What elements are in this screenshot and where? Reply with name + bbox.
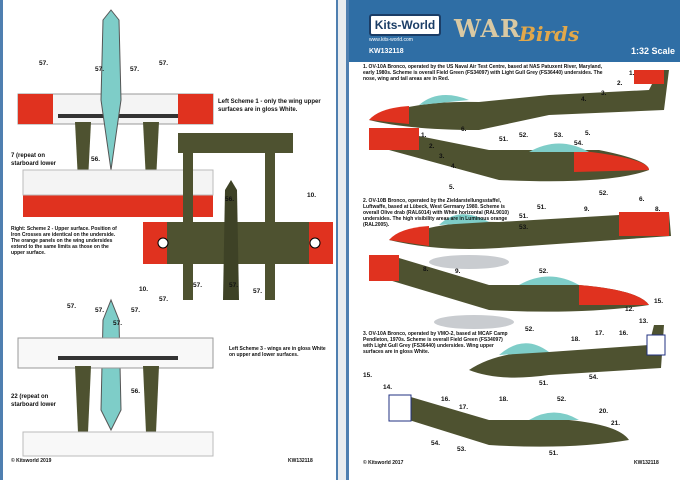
callout: 6.: [639, 196, 645, 203]
callout: 20.: [599, 408, 609, 415]
callout: 51.: [499, 136, 509, 143]
callout: 10.: [139, 286, 149, 293]
callout: 2.: [429, 143, 435, 150]
callout: 6.: [461, 126, 467, 133]
callout: 54.: [589, 374, 599, 381]
scheme1-note: Left Scheme 1 - only the wing upper surf…: [218, 99, 321, 113]
kit-code: KW132118: [288, 458, 313, 464]
callout: 17.: [595, 330, 605, 337]
callout: 16.: [619, 330, 629, 337]
callout: 12.: [625, 306, 635, 313]
profile-scheme1-b: [369, 128, 649, 182]
plan-view-scheme1: [17, 9, 214, 217]
callout: 52.: [557, 396, 567, 403]
callout: 4.: [581, 96, 587, 103]
scheme3-description: 3. OV-10A Bronco, operated by VMO-2, bas…: [363, 331, 508, 355]
copyright: © Kitsworld 2019: [11, 458, 52, 464]
callout: 53.: [554, 132, 564, 139]
callout: 21.: [611, 420, 621, 427]
callout: 57.: [131, 307, 141, 314]
aircraft-plan-views: [17, 9, 333, 457]
callout: 9.: [584, 206, 590, 213]
aircraft-side-views: [369, 70, 671, 447]
right-instruction-page: Kits-World www.kits-world.com KW132118 W…: [346, 0, 680, 480]
scheme2-note: Right: Scheme 2 - Upper surface. Positio…: [11, 226, 117, 256]
callout: 56.: [91, 156, 101, 163]
scheme1-description: 1. OV-10A Bronco, operated by the US Nav…: [363, 64, 603, 82]
kit-code: KW132118: [369, 48, 404, 55]
callout: 57.: [159, 60, 169, 67]
callout: 4.: [451, 163, 457, 170]
callout: 57.: [253, 288, 263, 295]
profile-scheme2-b: [369, 255, 649, 329]
profile-scheme1-a: [369, 70, 669, 130]
callout: 18.: [499, 396, 509, 403]
callout: 13.: [639, 318, 649, 325]
callout: 2.: [617, 80, 623, 87]
warbirds-logo-war: WAR: [454, 14, 521, 43]
callout: 51.: [539, 380, 549, 387]
scheme3-note: Left Scheme 3 - wings are in gloss White…: [229, 346, 326, 358]
callout: 54.: [431, 440, 441, 447]
callout: 57.: [95, 307, 105, 314]
decal-7-note: 7 (repeat on starboard lower: [11, 153, 57, 167]
callout: 16.: [441, 396, 451, 403]
plan-view-scheme3: [17, 298, 214, 457]
profile-scheme3-b: [388, 394, 629, 447]
callout: 8.: [655, 206, 661, 213]
profile-scheme2-a: [389, 212, 671, 269]
callout: 10.: [307, 192, 317, 199]
callout: 15.: [654, 298, 664, 305]
plan-view-scheme2: [143, 133, 333, 300]
callout: 53.: [457, 446, 467, 453]
callout: 3.: [601, 90, 607, 97]
callout: 15.: [363, 372, 373, 379]
callout: 9.: [455, 268, 461, 275]
callout: 1.: [421, 132, 427, 139]
decal-22-note: 22 (repeat on starboard lower: [11, 394, 57, 408]
callout: 8.: [423, 266, 429, 273]
callout: 52.: [525, 326, 535, 333]
scale-label: 1:32 Scale: [630, 46, 675, 56]
callout: 17.: [459, 404, 469, 411]
scheme2-description: 2. OV-10B Bronco, operated by the Zielda…: [363, 198, 509, 228]
callout: 52.: [519, 132, 529, 139]
kits-world-logo: Kits-World: [369, 14, 441, 36]
callout: 54.: [574, 140, 584, 147]
callout: 56.: [225, 196, 235, 203]
callout: 5.: [585, 130, 591, 137]
callout: 3.: [439, 153, 445, 160]
callout: 57.: [95, 66, 105, 73]
callout: 18.: [571, 336, 581, 343]
warbirds-logo-birds: Birds: [519, 22, 580, 46]
callout: 14.: [383, 384, 393, 391]
callout: 53.: [519, 224, 529, 231]
callout: 1.: [629, 70, 635, 77]
callout: 57.: [130, 66, 140, 73]
left-instruction-page: Left Scheme 1 - only the wing upper surf…: [0, 0, 338, 480]
kit-code-bottom: KW132118: [634, 460, 659, 466]
callout: 57.: [193, 282, 203, 289]
callout: 56.: [131, 388, 141, 395]
callout: 52.: [599, 190, 609, 197]
callout: 51.: [549, 450, 559, 457]
copyright: © Kitsworld 2017: [363, 460, 404, 466]
callout: 57.: [67, 303, 77, 310]
website: www.kits-world.com: [369, 37, 413, 43]
callout: 57.: [39, 60, 49, 67]
callout: 52.: [539, 268, 549, 275]
callout: 5.: [449, 184, 455, 191]
callout: 51.: [537, 204, 547, 211]
callout: 57.: [113, 320, 123, 327]
callout: 57.: [159, 296, 169, 303]
header-banner: Kits-World www.kits-world.com KW132118 W…: [349, 0, 680, 62]
callout: 51.: [519, 213, 529, 220]
callout: 57.: [229, 282, 239, 289]
profile-scheme3-a: [469, 325, 666, 378]
